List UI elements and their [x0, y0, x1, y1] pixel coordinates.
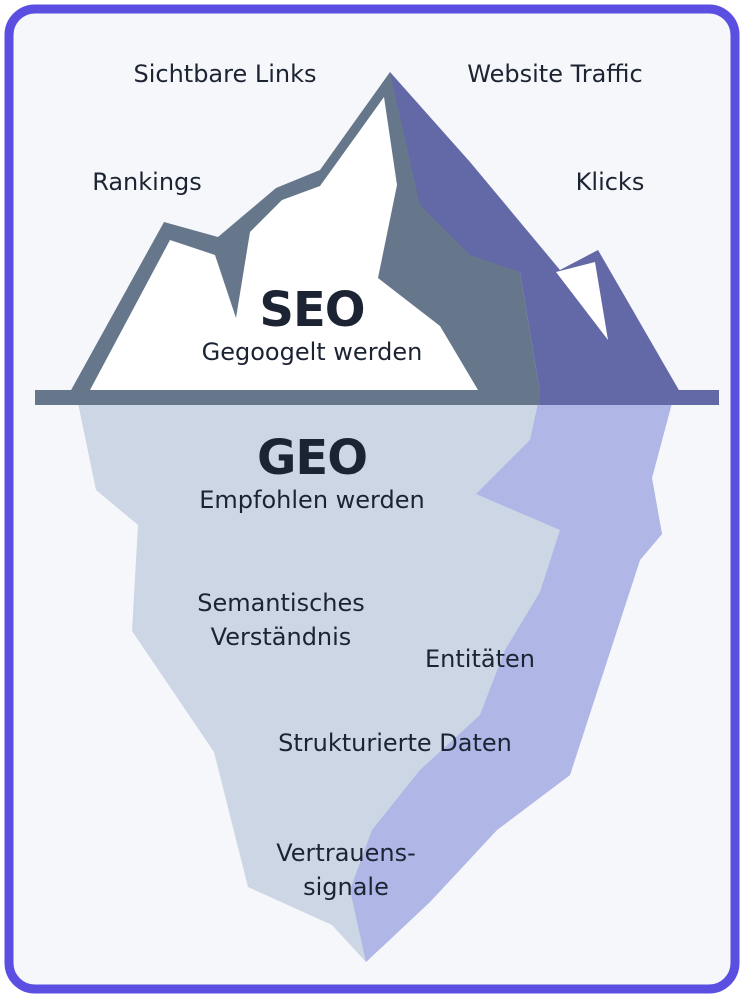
label-semantisches-verstaendnis: Semantisches Verständnis: [197, 589, 365, 651]
label-rankings: Rankings: [92, 168, 202, 196]
label-strukturierte-daten: Strukturierte Daten: [278, 729, 512, 757]
label-website-traffic: Website Traffic: [467, 60, 643, 88]
underwater-ice-left: [78, 403, 672, 962]
seo-title: SEO: [259, 282, 365, 338]
label-entitaeten: Entitäten: [425, 645, 535, 673]
geo-title: GEO: [257, 430, 368, 486]
seo-subtitle: Gegoogelt werden: [201, 338, 423, 366]
waterline-right: [540, 390, 719, 405]
label-vertrauenssignale: Vertrauens- signale: [276, 839, 416, 901]
rock-right: [390, 72, 680, 392]
underwater-ice-right: [350, 403, 672, 962]
snow-main: [90, 97, 478, 390]
label-klicks: Klicks: [575, 168, 645, 196]
geo-subtitle: Empfohlen werden: [199, 486, 425, 514]
snow-small: [556, 262, 608, 340]
label-sichtbare-links: Sichtbare Links: [133, 60, 317, 88]
